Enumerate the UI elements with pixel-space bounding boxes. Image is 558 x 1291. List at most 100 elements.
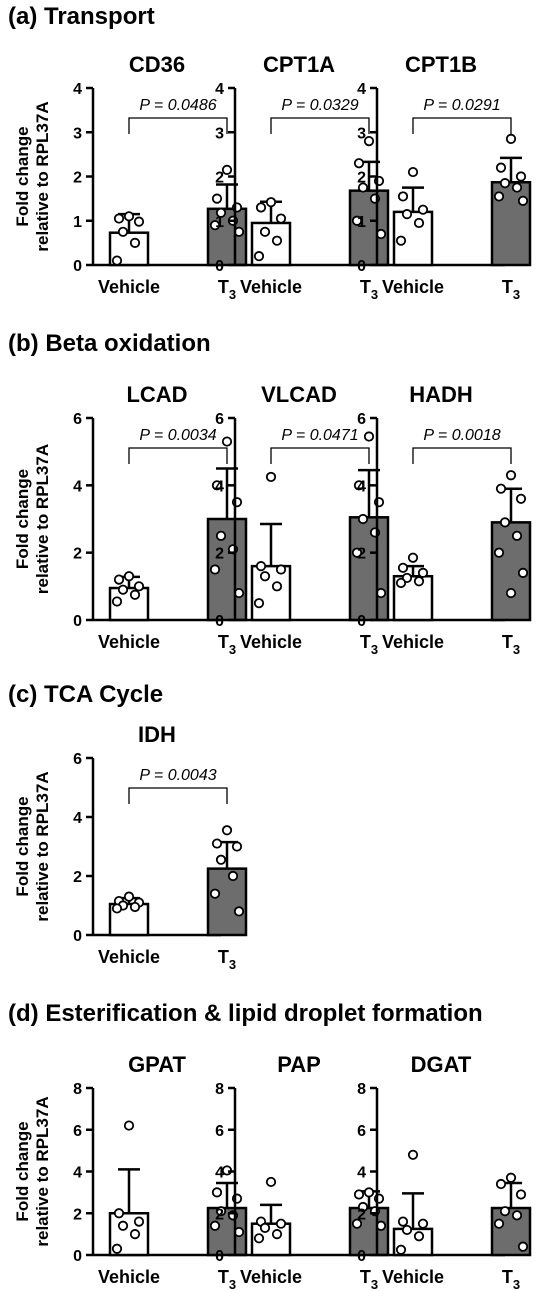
data-point	[259, 226, 271, 237]
x-tick-label: Vehicle	[382, 632, 444, 652]
y-tick-label: 0	[73, 613, 82, 630]
data-point	[211, 838, 223, 849]
data-point	[129, 901, 141, 913]
panel-label: (a) Transport	[8, 3, 155, 30]
data-point	[253, 598, 265, 609]
data-point	[265, 197, 277, 208]
data-point	[515, 171, 527, 182]
data-point	[227, 870, 239, 882]
y-tick-label: 2	[73, 869, 82, 886]
chart-title: HADH	[409, 382, 473, 407]
data-point	[407, 1149, 419, 1160]
data-point	[505, 470, 517, 481]
chart-title: DGAT	[411, 1052, 472, 1077]
y-tick-label: 2	[357, 546, 366, 563]
chart-title: CPT1B	[405, 52, 477, 77]
p-value-label: P = 0.0329	[281, 97, 358, 114]
data-point	[397, 191, 409, 202]
y-tick-label: 6	[357, 1123, 366, 1140]
data-point	[221, 164, 233, 175]
data-point	[401, 1224, 413, 1236]
x-tick-label: T3	[502, 632, 520, 657]
x-tick-label: Vehicle	[98, 1267, 160, 1287]
x-tick-label: T3	[502, 277, 520, 302]
data-point	[133, 216, 145, 227]
y-tick-label: 3	[215, 125, 224, 142]
data-point	[271, 581, 283, 592]
y-tick-label: 6	[215, 1123, 224, 1140]
y-tick-label: 8	[73, 1081, 82, 1098]
panel-label: (b) Beta oxidation	[8, 330, 211, 357]
y-tick-label: 2	[215, 546, 224, 563]
data-point	[123, 211, 135, 222]
data-point	[209, 220, 221, 231]
significance-bracket	[412, 447, 512, 464]
x-tick-label: T3	[218, 277, 236, 302]
data-point	[511, 530, 523, 541]
y-tick-label: 1	[215, 214, 224, 231]
data-point	[495, 162, 507, 173]
data-point	[517, 567, 529, 578]
data-point	[413, 217, 425, 229]
data-point	[113, 1208, 125, 1219]
data-point	[123, 1120, 135, 1131]
data-point	[351, 547, 363, 558]
p-value-label: P = 0.0486	[139, 97, 216, 114]
y-tick-label: 4	[73, 1165, 82, 1182]
y-tick-label: 1	[357, 214, 366, 231]
p-value-label: P = 0.0471	[281, 427, 358, 444]
y-tick-label: 6	[357, 411, 366, 428]
y-axis-label: Fold change	[13, 469, 32, 569]
y-tick-label: 6	[73, 751, 82, 768]
y-axis-label: Fold change	[13, 126, 32, 226]
data-point	[495, 1178, 507, 1190]
chart-title: CD36	[129, 52, 185, 77]
y-tick-label: 2	[73, 170, 82, 187]
significance-bracket	[270, 117, 370, 134]
y-tick-label: 6	[215, 411, 224, 428]
y-tick-label: 6	[73, 411, 82, 428]
data-point	[357, 1201, 369, 1213]
data-point	[211, 193, 223, 204]
data-point	[363, 431, 375, 442]
data-point	[265, 471, 277, 483]
data-point	[495, 483, 507, 494]
y-tick-label: 0	[73, 928, 82, 945]
data-point	[265, 1176, 277, 1188]
y-tick-label: 2	[215, 170, 224, 187]
x-tick-label: T3	[218, 632, 236, 657]
chart-title: VLCAD	[261, 382, 337, 407]
data-point	[133, 581, 145, 592]
x-tick-label: Vehicle	[240, 632, 302, 652]
data-point	[255, 202, 267, 213]
data-point	[221, 436, 233, 447]
data-point	[111, 903, 123, 914]
data-point	[129, 1229, 141, 1240]
y-tick-label: 0	[215, 258, 224, 275]
x-tick-label: Vehicle	[98, 632, 160, 652]
significance-bracket	[128, 787, 228, 804]
x-tick-label: T3	[218, 947, 236, 972]
data-point	[413, 576, 425, 587]
bar	[206, 207, 248, 267]
x-tick-label: Vehicle	[382, 277, 444, 297]
p-value-label: P = 0.0018	[423, 427, 500, 444]
data-point	[357, 513, 369, 525]
data-point	[511, 1210, 523, 1221]
data-point	[271, 1229, 283, 1240]
data-point	[233, 906, 245, 917]
data-point	[515, 493, 527, 504]
x-tick-label: Vehicle	[240, 277, 302, 297]
bar	[348, 189, 390, 267]
x-tick-label: T3	[360, 632, 378, 657]
data-point	[417, 1218, 429, 1229]
data-point	[275, 213, 287, 224]
data-point	[209, 888, 221, 899]
data-point	[505, 587, 517, 599]
data-point	[209, 564, 221, 575]
data-point	[129, 589, 141, 600]
data-point	[417, 204, 429, 215]
